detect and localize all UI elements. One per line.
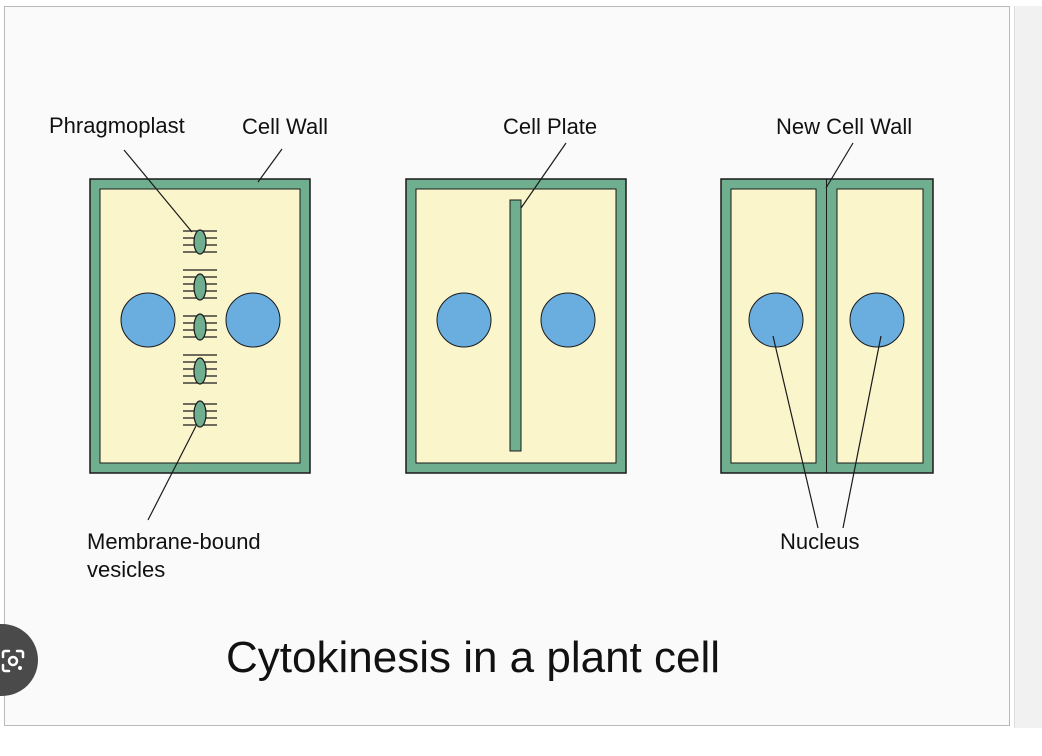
- diagram-title: Cytokinesis in a plant cell: [226, 633, 720, 682]
- new-cell-wall-leader: [825, 142, 854, 189]
- cell-1-nucleus-left: [120, 292, 176, 348]
- vesicle: [193, 313, 207, 341]
- vesicle: [193, 400, 207, 428]
- phragmoplast-leader: [123, 149, 193, 233]
- label-new-cell-wall: New Cell Wall: [776, 114, 912, 139]
- label-phragmoplast: Phragmoplast: [49, 113, 185, 138]
- cell-1-phragmoplast-stage: [89, 178, 311, 474]
- cell-1-nucleus-right: [225, 292, 281, 348]
- cytokinesis-diagram: Phragmoplast Cell Wall Cell Plate New Ce…: [49, 113, 934, 682]
- cell-plate: [509, 199, 522, 452]
- cell-3-new-wall-stage: [720, 178, 934, 474]
- cell-3-nucleus-right: [849, 292, 905, 348]
- cell-2-nucleus-right: [540, 292, 596, 348]
- cell-2-nucleus-left: [436, 292, 492, 348]
- cell-3-nucleus-left: [748, 292, 804, 348]
- vesicle: [193, 229, 207, 255]
- membrane-vesicles: [193, 229, 207, 428]
- label-vesicles-line1: Membrane-bound: [87, 529, 261, 554]
- page-scroll-strip: [1014, 6, 1042, 728]
- google-lens-icon: [1, 649, 25, 673]
- cell-plate-leader: [520, 142, 567, 209]
- cell-wall-leader: [257, 148, 283, 183]
- vesicles-leader: [147, 425, 197, 521]
- cell-2-cell-plate-stage: [405, 178, 627, 474]
- label-cell-wall: Cell Wall: [242, 114, 328, 139]
- label-vesicles-line2: vesicles: [87, 557, 165, 582]
- label-cell-plate: Cell Plate: [503, 114, 597, 139]
- nucleus-leader-right: [842, 335, 882, 529]
- vesicle: [193, 273, 207, 301]
- leader-lines: [123, 142, 882, 529]
- vesicle: [193, 357, 207, 385]
- label-nucleus: Nucleus: [780, 529, 859, 554]
- nucleus-leader-left: [772, 335, 819, 529]
